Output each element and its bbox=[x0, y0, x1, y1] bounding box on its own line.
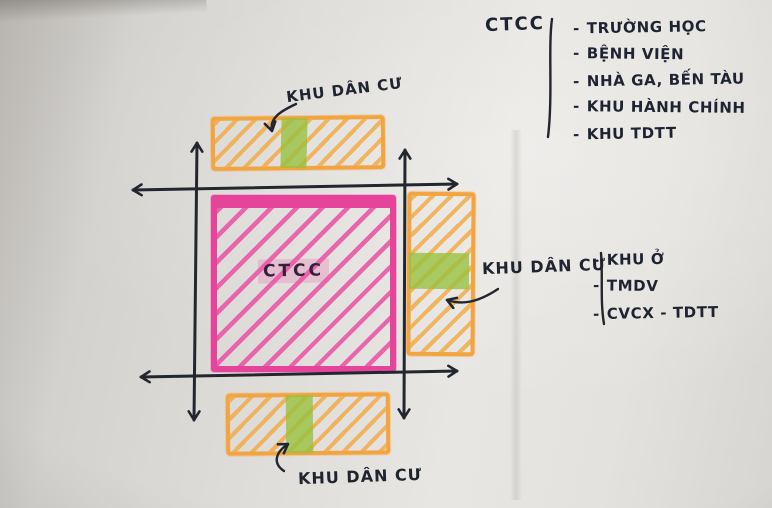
ctcc-legend: CTCC - TRƯỜNG HỌC - BỆNH VIỆN - NHÀ GA, … bbox=[484, 12, 746, 147]
label-khu-dan-cu-right: KHU DÂN CƯ bbox=[481, 254, 607, 279]
legend-item-text: TRƯỜNG HỌC bbox=[586, 17, 707, 38]
legend-item: - KHU HÀNH CHÍNH bbox=[573, 93, 746, 121]
legend-item: - CVCX - TDTT bbox=[593, 299, 719, 328]
road-vertical-left-arrow bbox=[187, 141, 204, 422]
ctcc-block: CTCC bbox=[211, 195, 396, 372]
dash-bullet: - bbox=[592, 304, 600, 324]
dash-bullet: - bbox=[572, 72, 580, 91]
road-horizontal-top-arrow bbox=[131, 177, 459, 197]
dash-bullet: - bbox=[572, 43, 580, 62]
label-khu-dan-cu-top: KHU DÂN CƯ bbox=[285, 73, 404, 107]
legend-item: - KHU TDTT bbox=[573, 118, 746, 148]
residential-block-bottom bbox=[225, 392, 391, 456]
legend-item: - BỆNH VIỆN bbox=[573, 40, 746, 68]
dash-bullet: - bbox=[572, 96, 580, 115]
dash-bullet: - bbox=[572, 19, 580, 38]
legend-item: - KHU Ở bbox=[593, 245, 719, 274]
residential-block-top bbox=[210, 115, 386, 171]
dash-bullet: - bbox=[572, 125, 580, 144]
road-vertical-right-arrow bbox=[397, 148, 412, 420]
residential-block-right bbox=[406, 191, 476, 357]
label-khu-dan-cu-bottom: KHU DÂN CƯ bbox=[297, 464, 423, 489]
legend-item: - NHÀ GA, BẾN TÀU bbox=[573, 65, 746, 95]
residential-legend: - KHU Ở - TMDV - CVCX - TDTT bbox=[593, 246, 719, 327]
legend-item-text: BỆNH VIỆN bbox=[586, 43, 685, 63]
green-highlight-top bbox=[280, 117, 308, 169]
legend-item-text: TMDV bbox=[606, 276, 659, 296]
dash-bullet: - bbox=[592, 250, 600, 270]
ctcc-block-label: CTCC bbox=[257, 258, 330, 284]
dash-bullet: - bbox=[592, 276, 600, 295]
legend-item: - TRƯỜNG HỌC bbox=[573, 12, 746, 42]
residential-legend-items: - KHU Ở - TMDV - CVCX - TDTT bbox=[593, 246, 719, 327]
legend-item-text: NHÀ GA, BẾN TÀU bbox=[586, 69, 745, 91]
green-highlight-bottom bbox=[285, 394, 314, 454]
legend-item-text: KHU HÀNH CHÍNH bbox=[586, 96, 746, 117]
legend-item-text: CVCX - TDTT bbox=[606, 302, 719, 323]
legend-item-text: KHU Ở bbox=[606, 249, 665, 269]
legend-item: - TMDV bbox=[593, 272, 719, 300]
ctcc-legend-items: - TRƯỜNG HỌC - BỆNH VIỆN - NHÀ GA, BẾN T… bbox=[573, 14, 746, 147]
board-crease-shadow bbox=[510, 130, 522, 500]
board-edge-shadow bbox=[0, 0, 207, 24]
ctcc-legend-title: CTCC bbox=[484, 12, 546, 37]
legend-item-text: KHU TDTT bbox=[586, 123, 677, 144]
green-highlight-right bbox=[408, 252, 470, 290]
